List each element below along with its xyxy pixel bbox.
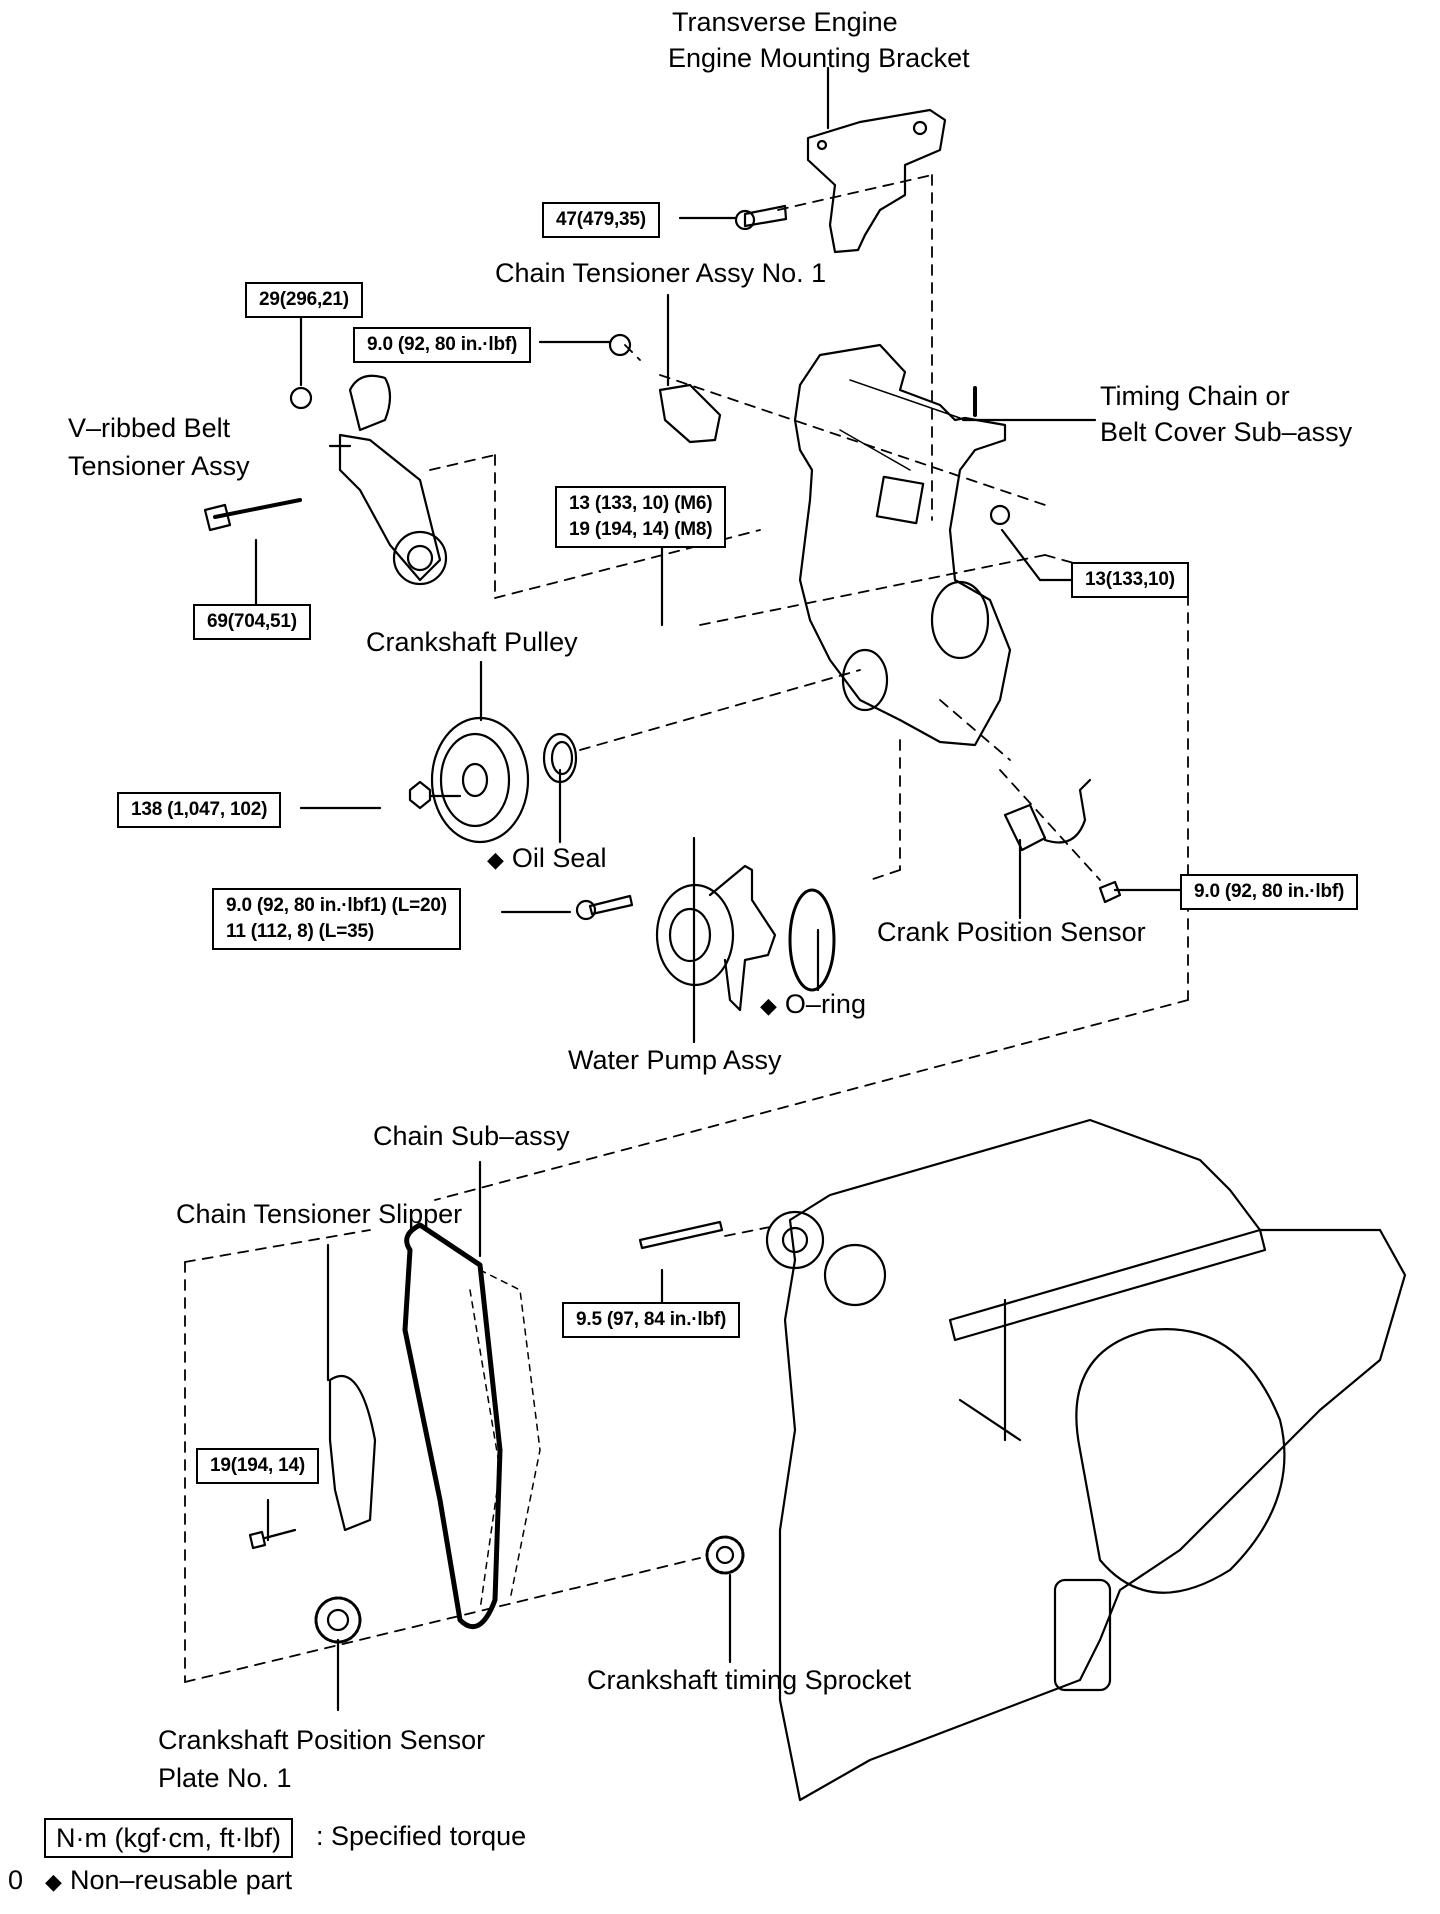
label-oil-seal: ◆ Oil Seal	[487, 840, 606, 878]
label-v-belt-tensioner-line1: V–ribbed Belt	[68, 413, 231, 443]
o-ring-text: O–ring	[784, 989, 866, 1019]
label-timing-cover-line1: Timing Chain or	[1100, 381, 1290, 411]
alignment-lines	[184, 174, 1189, 1683]
non-reusable-diamond-icon: ◆	[45, 1869, 62, 1894]
torque-cover-bolts: 13 (133, 10) (M6) 19 (194, 14) (M8)	[555, 486, 727, 548]
torque-belt-tensioner-nut: 29(296,21)	[245, 282, 363, 318]
legend-nonreusable: 0 ◆ Non–reusable part	[8, 1862, 292, 1900]
label-water-pump: Water Pump Assy	[568, 1045, 782, 1075]
torque-value: 13(133,10)	[1085, 569, 1175, 590]
non-reusable-diamond-icon: ◆	[487, 847, 504, 872]
oil-seal-text: Oil Seal	[511, 843, 607, 873]
torque-mount-bolt: 47(479,35)	[542, 202, 660, 238]
crankshaft-pulley	[408, 716, 578, 844]
torque-value: 13 (133, 10) (M6)	[569, 493, 713, 514]
label-engine-mount-line2: Engine Mounting Bracket	[668, 43, 970, 73]
label-crank-plate-line2: Plate No. 1	[158, 1763, 292, 1793]
label-crankshaft-sprocket: Crankshaft timing Sprocket	[587, 1665, 912, 1695]
label-crank-plate-line1: Crankshaft Position Sensor	[158, 1725, 486, 1755]
engine-mount-bracket	[734, 108, 947, 254]
legend-torque-unit-box: N·m (kgf·cm, ft·lbf)	[44, 1818, 293, 1858]
belt-tensioner	[203, 374, 448, 586]
legend-torque-desc: : Specified torque	[316, 1821, 527, 1851]
label-timing-cover-line2: Belt Cover Sub–assy	[1100, 417, 1353, 447]
water-pump	[575, 864, 836, 1012]
torque-value: 9.5 (97, 84 in.·lbf)	[576, 1309, 727, 1330]
stud-bolt	[638, 1220, 724, 1250]
label-o-ring: ◆ O–ring	[760, 986, 866, 1024]
label-crank-position-sensor: Crank Position Sensor	[877, 917, 1146, 947]
label-crankshaft-pulley: Crankshaft Pulley	[366, 627, 578, 657]
torque-pulley-bolt: 138 (1,047, 102)	[117, 792, 282, 828]
timing-chain	[402, 1222, 541, 1630]
label-chain-sub-assy: Chain Sub–assy	[373, 1121, 570, 1151]
crank-position-sensor	[1003, 778, 1122, 904]
torque-value: 9.0 (92, 80 in.·lbf1) (L=20)	[226, 895, 447, 916]
torque-value: 138 (1,047, 102)	[131, 799, 268, 820]
legend-prefix: 0	[8, 1865, 24, 1895]
torque-value: 47(479,35)	[556, 209, 646, 230]
torque-sensor-bolt: 9.0 (92, 80 in.·lbf)	[1180, 874, 1359, 910]
torque-water-pump-bolts: 9.0 (92, 80 in.·lbf1) (L=20) 11 (112, 8) …	[212, 888, 461, 950]
leader-lines	[254, 66, 1182, 1712]
torque-value: 69(704,51)	[207, 611, 297, 632]
torque-belt-tensioner-bolt: 69(704,51)	[193, 604, 311, 640]
label-v-belt-tensioner-line2: Tensioner Assy	[68, 451, 250, 481]
label-tensioner-slipper: Chain Tensioner Slipper	[176, 1199, 463, 1229]
torque-value: 19 (194, 14) (M8)	[569, 519, 713, 540]
torque-value: 9.0 (92, 80 in.·lbf)	[367, 334, 518, 355]
torque-value: 11 (112, 8) (L=35)	[226, 921, 374, 942]
torque-value: 19(194, 14)	[210, 1455, 305, 1476]
torque-chain-tensioner-nut: 9.0 (92, 80 in.·lbf)	[353, 327, 532, 363]
torque-slipper-bolt: 19(194, 14)	[196, 1448, 319, 1484]
label-chain-tensioner: Chain Tensioner Assy No. 1	[495, 258, 827, 288]
legend-nonreusable-text: Non–reusable part	[69, 1865, 293, 1895]
engine-block	[765, 1118, 1407, 1802]
chain-tensioner	[608, 333, 722, 444]
torque-value: 9.0 (92, 80 in.·lbf)	[1194, 881, 1345, 902]
torque-stud-bolt: 9.5 (97, 84 in.·lbf)	[562, 1302, 741, 1338]
timing-cover	[793, 343, 1012, 747]
non-reusable-diamond-icon: ◆	[760, 993, 777, 1018]
tensioner-slipper	[248, 1374, 377, 1550]
label-engine-mount-line1: Transverse Engine	[672, 7, 898, 37]
torque-cover-nut: 13(133,10)	[1071, 562, 1189, 598]
sprocket-and-plate	[314, 1535, 745, 1644]
torque-value: 29(296,21)	[259, 289, 349, 310]
